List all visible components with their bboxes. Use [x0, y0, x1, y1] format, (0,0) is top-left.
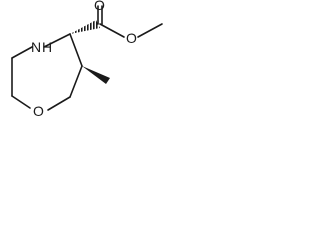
bond-c3-to-c2	[69, 33, 83, 67]
bond-c5-to-nh	[11, 46, 33, 59]
carbonyl-oxygen-label: O	[94, 0, 105, 13]
bond-nh-to-c3	[43, 33, 71, 48]
bond-c1-to-o	[47, 96, 71, 111]
bond-c2-to-c1	[69, 65, 83, 98]
hashed-wedge-bond	[70, 20, 100, 34]
bond-o-to-c6	[11, 95, 31, 109]
ring-oxygen-label: O	[33, 103, 44, 119]
ring-nitrogen-label: N	[31, 39, 41, 55]
solid-wedge-bond	[82, 66, 110, 84]
bond-ester-o-methyl	[137, 23, 163, 38]
ester-oxygen-label: O	[126, 30, 137, 46]
ring-nitrogen-hydrogen-label: H	[42, 39, 52, 55]
bond-ester-c-o	[99, 23, 125, 38]
molecule-structure: N H O O O	[11, 0, 163, 119]
